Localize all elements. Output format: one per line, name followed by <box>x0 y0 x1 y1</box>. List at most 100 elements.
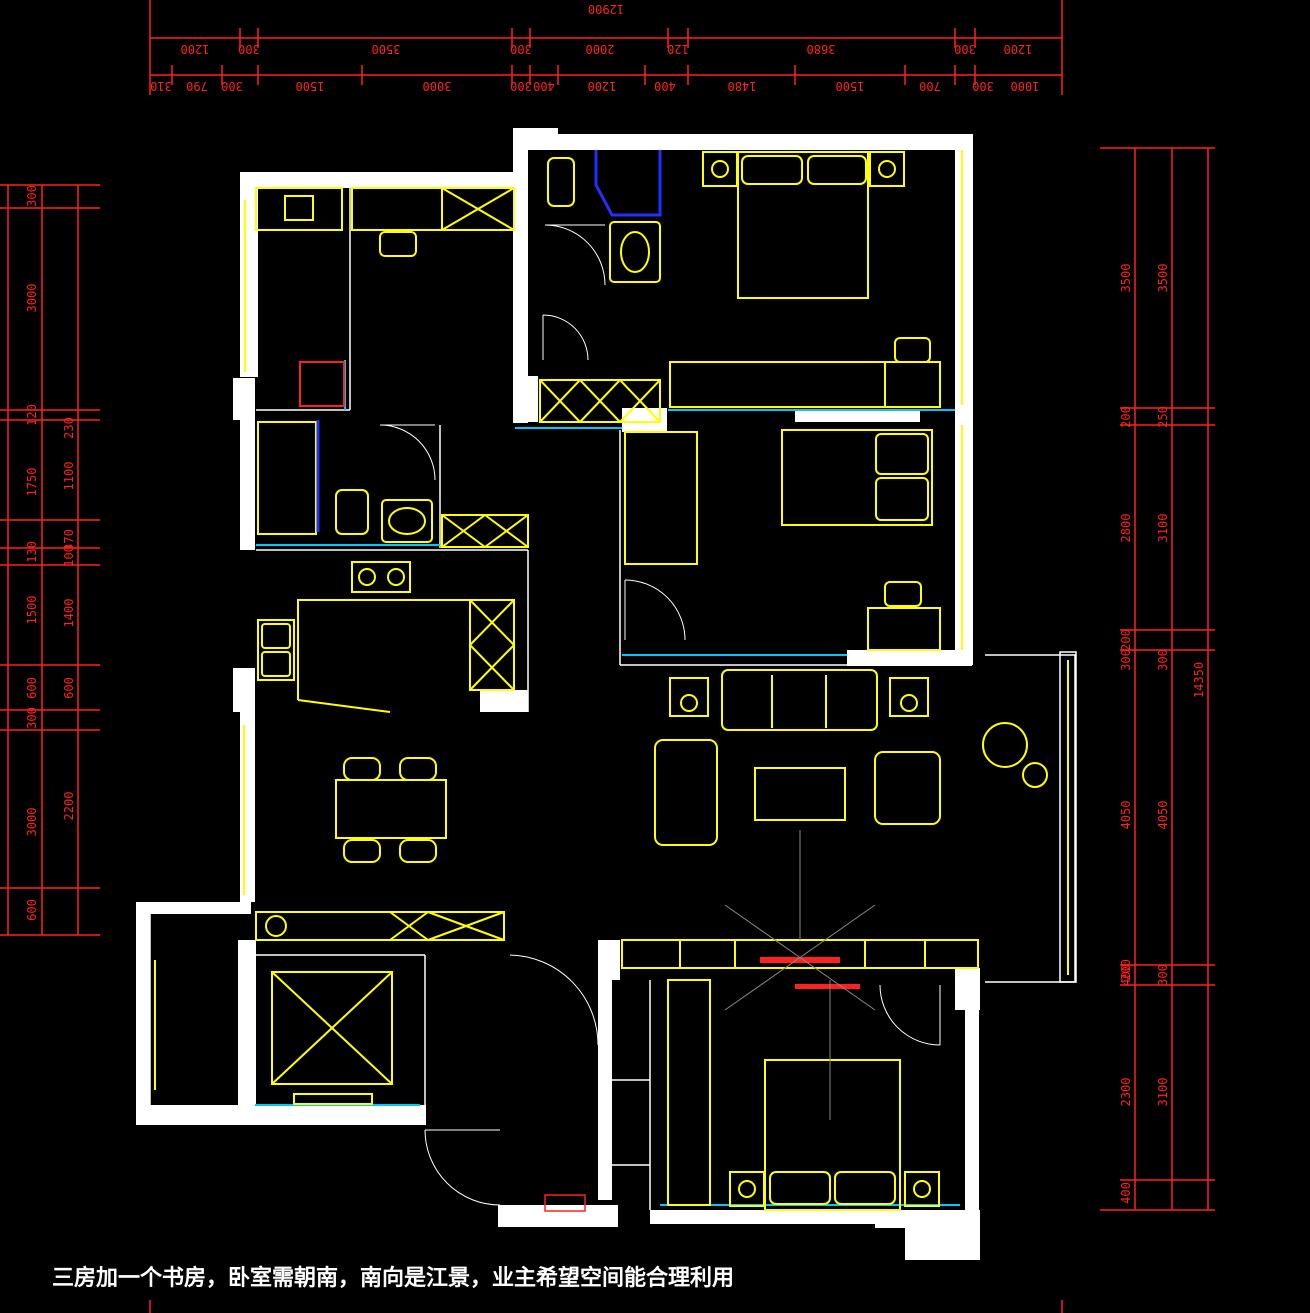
dim-left-inner: 1100 <box>62 462 76 491</box>
dim-right-outer: 250 <box>1156 406 1170 428</box>
wall-outlines <box>149 188 1077 1260</box>
dim-top-row1: 1200 <box>181 42 210 56</box>
dim-top-row2: 3000 <box>423 79 452 93</box>
wardrobe-north <box>669 361 886 408</box>
cooktop <box>351 561 411 593</box>
wardrobe-second <box>624 431 698 565</box>
dimension-labels: 12900 1200 300 3500 300 2000 120 3680 300 1200 310… <box>25 2 1206 1204</box>
elevator-shaft <box>271 971 393 1085</box>
dim-top-row1: 1200 <box>1004 42 1033 56</box>
kitchen-sink <box>257 619 295 681</box>
ensuite-basin <box>609 221 661 283</box>
dim-top-row2: 300 <box>972 79 994 93</box>
dim-top-row2: 300 <box>221 79 243 93</box>
dim-right-outer: 3500 <box>1156 264 1170 293</box>
wardrobe-south <box>667 979 711 1206</box>
guide-lines <box>724 830 876 1120</box>
doors <box>379 224 941 1206</box>
chair <box>379 231 417 257</box>
desk-counter <box>351 187 443 231</box>
armchair-left <box>654 739 718 846</box>
dim-top-row2: 310 <box>150 79 172 93</box>
dim-left-inner: 2200 <box>62 792 76 821</box>
dim-right-inner: 200 <box>1119 406 1133 428</box>
side-table <box>669 677 709 717</box>
nightstand <box>904 1171 940 1207</box>
dim-left-outer: 1750 <box>25 468 39 497</box>
master-bed-south <box>764 1059 901 1211</box>
toilet-middle <box>335 489 369 535</box>
laundry-sink <box>284 195 314 221</box>
dressing-table <box>884 361 941 408</box>
nightstand <box>702 151 738 187</box>
dim-left-inner: 100 <box>62 545 76 567</box>
dimension-ticks <box>0 28 1215 1181</box>
dim-top-row2: 1480 <box>728 79 757 93</box>
dim-top-total: 12900 <box>588 2 624 16</box>
dim-left-inner: 370 <box>62 529 76 551</box>
study-desk <box>867 607 941 651</box>
washbasin-counter <box>255 187 343 231</box>
dim-top-row1: 120 <box>667 42 689 56</box>
dim-right-outer: 4050 <box>1156 801 1170 830</box>
fridge-unit <box>469 599 515 691</box>
dim-right-inner: 400 <box>1119 964 1133 986</box>
cabinet-unit <box>441 187 515 231</box>
cabinet-middle <box>441 514 529 548</box>
dim-left-outer: 120 <box>25 404 39 426</box>
dim-top-row2: 790 <box>186 79 208 93</box>
dim-top-row2: 1200 <box>588 79 617 93</box>
lounge-chair <box>982 722 1028 768</box>
dim-right-inner: 300 <box>1119 649 1133 671</box>
plan-caption: 三房加一个书房，卧室需朝南，南向是江景，业主希望空间能合理利用 <box>52 1266 735 1291</box>
side-table <box>889 677 929 717</box>
dim-right-inner: 4050 <box>1119 801 1133 830</box>
dim-top-row2: 300 <box>510 79 532 93</box>
dim-left-outer: 600 <box>25 899 39 921</box>
dim-left-outer: 3000 <box>25 284 39 313</box>
walls <box>136 128 980 1260</box>
shower-area <box>257 421 317 535</box>
dim-right-outer: 3100 <box>1156 1078 1170 1107</box>
dim-top-row1: 3500 <box>372 42 401 56</box>
dim-left-outer: 300 <box>25 185 39 207</box>
dim-left-outer: 3000 <box>25 808 39 837</box>
kitchen-counter <box>297 599 471 700</box>
water-heater <box>299 361 345 407</box>
second-bed <box>781 429 933 526</box>
dim-top-row2: 1000 <box>1011 79 1040 93</box>
dim-right-outer: 3100 <box>1156 514 1170 543</box>
master-bed-north <box>737 151 869 299</box>
dim-left-outer: 130 <box>25 541 39 563</box>
dim-left-inner: 230 <box>62 417 76 439</box>
dim-top-row1: 300 <box>510 42 532 56</box>
cabinet-row <box>539 379 661 423</box>
dim-right-inner: 2800 <box>1119 514 1133 543</box>
dim-right-outer: 300 <box>1156 964 1170 986</box>
dim-right-outer: 300 <box>1156 649 1170 671</box>
armchair-right <box>874 751 941 825</box>
dim-top-row2: 1500 <box>296 79 325 93</box>
sofa <box>721 669 878 731</box>
nightstand <box>869 151 905 187</box>
shower-partition <box>594 150 662 217</box>
sideboard <box>255 911 505 941</box>
dim-top-row1: 3680 <box>807 42 836 56</box>
dim-top-row2: 400 <box>533 79 555 93</box>
tv-icon <box>760 957 840 963</box>
dining-table <box>335 779 447 839</box>
dimension-lines <box>0 0 1215 1313</box>
dim-top-row1: 2000 <box>586 42 615 56</box>
meter-box <box>544 1194 586 1212</box>
dim-right-inner: 3500 <box>1119 264 1133 293</box>
nightstand <box>729 1171 765 1207</box>
coffee-table <box>754 767 846 821</box>
dim-top-row1: 300 <box>954 42 976 56</box>
dim-right-inner: 400 <box>1119 1182 1133 1204</box>
dim-right-inner: 200 <box>1119 959 1133 981</box>
dim-left-outer: 600 <box>25 677 39 699</box>
dim-top-row2: 700 <box>919 79 941 93</box>
dim-right-inner: 2300 <box>1119 1078 1133 1107</box>
plant-icon <box>1022 762 1048 788</box>
